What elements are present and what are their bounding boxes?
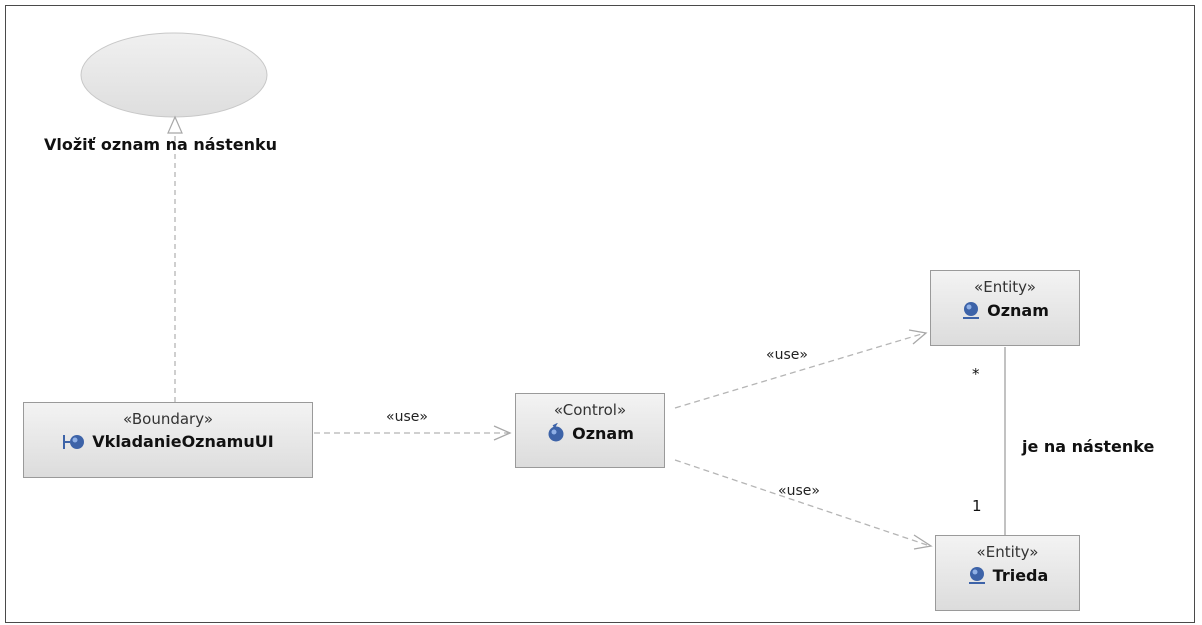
use-arrowhead-boundary-control [493, 425, 512, 441]
entity-oznam-stereotype: «Entity» [974, 278, 1036, 296]
boundary-class[interactable]: «Boundary» VkladanieOznamuUI [23, 402, 313, 478]
use-edge-control-trieda[interactable] [674, 459, 931, 547]
multiplicity-oznam: * [972, 365, 980, 383]
boundary-name: VkladanieOznamuUI [92, 432, 274, 451]
entity-trieda-stereotype: «Entity» [976, 543, 1039, 561]
entity-oznam-class[interactable]: «Entity» Oznam [930, 270, 1080, 346]
boundary-stereotype: «Boundary» [122, 410, 214, 428]
usecase-ellipse[interactable] [80, 32, 268, 118]
control-icon [546, 422, 566, 443]
boundary-icon [62, 433, 86, 451]
multiplicity-trieda: 1 [972, 497, 982, 515]
use-label-boundary-control: «use» [386, 409, 428, 425]
use-arrowhead-control-oznam [908, 329, 928, 345]
control-stereotype: «Control» [553, 401, 627, 419]
use-label-control-trieda: «use» [778, 483, 820, 499]
entity-oznam-name: Oznam [987, 300, 1049, 320]
entity-icon [961, 300, 981, 320]
realization-arrowhead [167, 115, 183, 134]
entity-trieda-name: Trieda [992, 565, 1049, 585]
use-edge-control-oznam[interactable] [674, 332, 926, 409]
entity-trieda-class[interactable]: «Entity» Trieda [935, 535, 1080, 611]
use-label-control-oznam: «use» [766, 347, 808, 363]
diagram-frame [5, 5, 1195, 623]
association-label: je na nástenke [1022, 437, 1155, 456]
control-class[interactable]: «Control» Oznam [515, 393, 665, 468]
entity-icon [967, 565, 987, 585]
usecase-label: Vložiť oznam na nástenku [44, 135, 277, 154]
control-name: Oznam [572, 423, 634, 443]
use-arrowhead-control-trieda [913, 534, 933, 550]
